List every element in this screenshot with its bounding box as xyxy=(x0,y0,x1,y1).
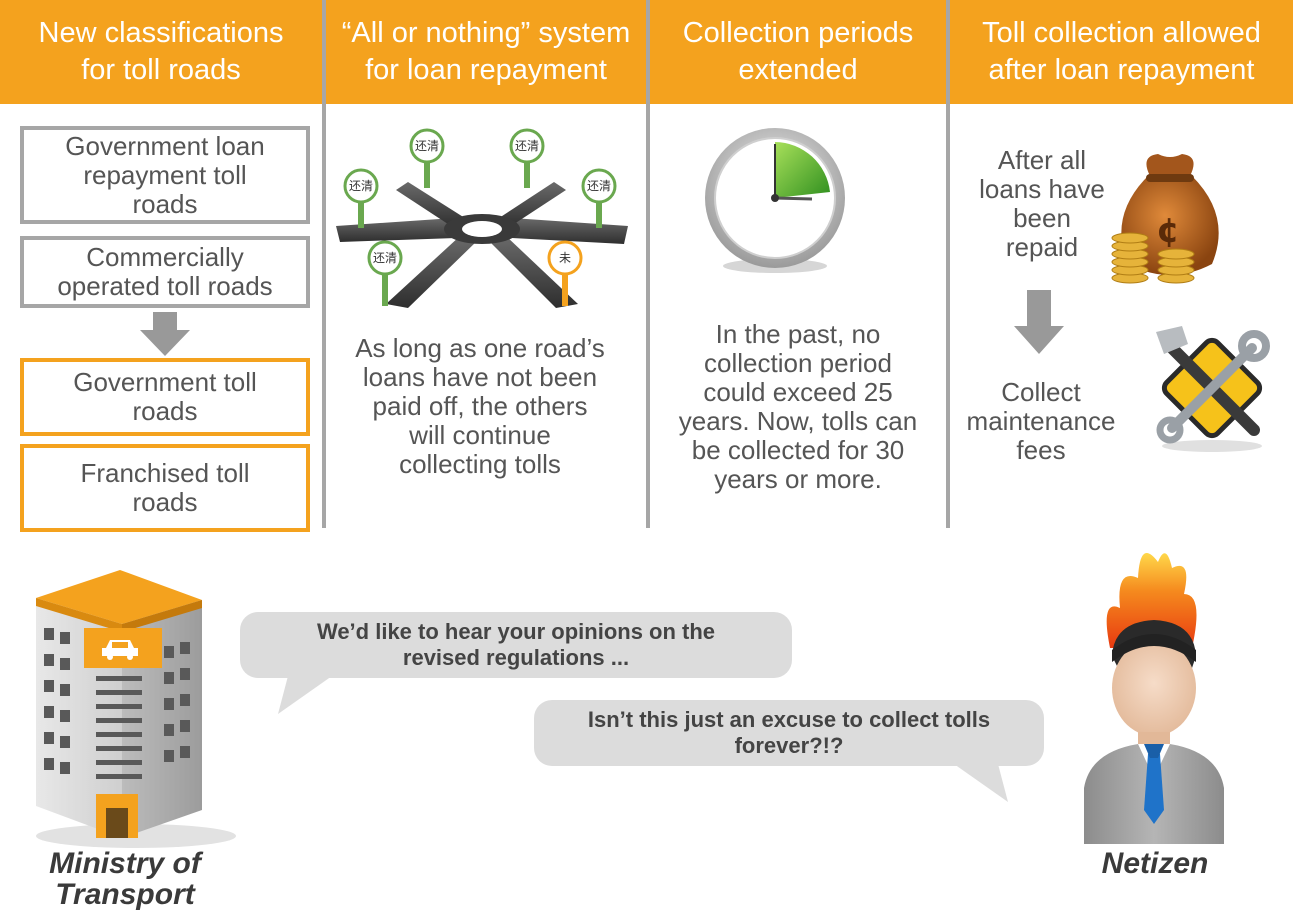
clock-icon xyxy=(705,128,845,273)
sign-label-repaid: 还清 xyxy=(349,179,373,193)
heading-collection-periods: Collection periods extended xyxy=(682,17,914,86)
after-repayment-result: Collect maintenance fees xyxy=(966,377,1116,465)
svg-text:¢: ¢ xyxy=(1156,211,1180,251)
car-icon xyxy=(102,640,138,660)
sign-label-repaid: 还清 xyxy=(587,179,611,193)
class-box-government-toll-roads: Government toll roads xyxy=(20,358,310,436)
ministry-label: Ministry of Transport xyxy=(49,847,201,911)
netizen-speech-bubble: Isn’t this just an excuse to collect tol… xyxy=(534,700,1044,766)
sign-label-unpaid: 未 xyxy=(559,251,571,265)
arrow-down-icon xyxy=(140,312,190,356)
sign-label-repaid: 还清 xyxy=(415,139,439,153)
class-box-commercially-operated: Commercially operated toll roads xyxy=(20,236,310,308)
tools-sign-icon xyxy=(1156,326,1270,452)
netizen-bubble-tail xyxy=(954,764,1008,802)
after-repayment-condition: After all loans have been repaid xyxy=(979,145,1105,262)
money-bag-icon: ¢ xyxy=(1111,154,1219,284)
column-divider xyxy=(322,0,326,528)
heading-toll-after-repayment: Toll collection allowed after loan repay… xyxy=(982,17,1261,86)
sign-label-repaid: 还清 xyxy=(515,139,539,153)
heading-new-classifications: New classifications for toll roads xyxy=(38,17,284,86)
ministry-bubble-tail xyxy=(278,676,332,714)
column-divider xyxy=(646,0,650,528)
ministry-speech-bubble: We’d like to hear your opinions on the r… xyxy=(240,612,792,678)
column-divider xyxy=(946,0,950,528)
crossroads-icon: 还清 还清 还清 还清 还清 未 xyxy=(336,128,628,308)
all-or-nothing-description: As long as one road’s loans have not bee… xyxy=(355,333,605,479)
arrow-down-icon xyxy=(1014,290,1064,354)
person-icon xyxy=(1084,553,1224,844)
heading-all-or-nothing: “All or nothing” system for loan repayme… xyxy=(341,17,631,86)
sign-label-repaid: 还清 xyxy=(373,251,397,265)
collection-periods-description: In the past, no collection period could … xyxy=(678,319,918,494)
class-box-government-loan-repayment: Government loan repayment toll roads xyxy=(20,126,310,224)
netizen-label: Netizen xyxy=(1101,847,1209,880)
class-box-franchised-toll-roads: Franchised toll roads xyxy=(20,444,310,532)
building-icon xyxy=(36,570,236,848)
